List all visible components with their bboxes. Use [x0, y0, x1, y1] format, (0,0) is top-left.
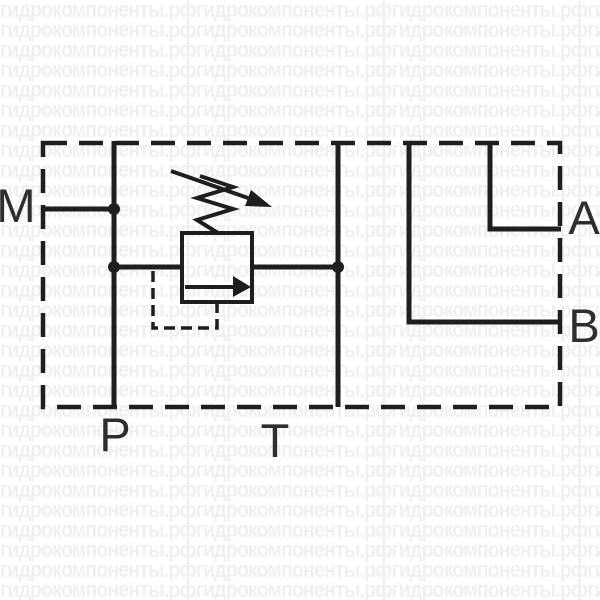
watermark-row: гидрокомпоненты.рфгидрокомпоненты.рфгидр…: [0, 277, 600, 302]
flow-arrow-head-icon: [233, 276, 251, 297]
port-label-a: A: [568, 191, 600, 244]
junction-dot: [108, 261, 120, 273]
port-label-p: P: [99, 408, 130, 461]
watermark-row: гидрокомпоненты.рфгидрокомпоненты.рфгидр…: [0, 217, 600, 242]
port-label-b: B: [568, 299, 599, 352]
junction-dot: [332, 261, 344, 273]
watermark-row: гидрокомпоненты.рфгидрокомпоненты.рфгидр…: [0, 297, 600, 322]
watermark-row: гидрокомпоненты.рфгидрокомпоненты.рфгидр…: [0, 357, 600, 382]
adjust-arrow-head-icon: [245, 190, 272, 207]
b-port-line: [406, 141, 561, 325]
watermark-row: гидрокомпоненты.рфгидрокомпоненты.рфгидр…: [0, 237, 600, 262]
watermark-row: гидрокомпоненты.рфгидрокомпоненты.рфгидр…: [0, 97, 600, 122]
watermark-row: гидрокомпоненты.рфгидрокомпоненты.рфгидр…: [0, 437, 600, 462]
watermark-row: гидрокомпоненты.рфгидрокомпоненты.рфгидр…: [0, 577, 600, 600]
a-port-line: [487, 141, 561, 232]
watermark-row: гидрокомпоненты.рфгидрокомпоненты.рфгидр…: [0, 337, 600, 362]
watermark-row: гидрокомпоненты.рфгидрокомпоненты.рфгидр…: [0, 497, 600, 522]
adjust-arrow-shaft: [170, 169, 249, 200]
watermark-row: гидрокомпоненты.рфгидрокомпоненты.рфгидр…: [0, 157, 600, 182]
pilot-line-dashed: [151, 267, 219, 330]
junction-dot: [108, 203, 120, 215]
enclosure-dashed-border: [40, 140, 563, 410]
watermark-row: гидрокомпоненты.рфгидрокомпоненты.рфгидр…: [0, 177, 600, 202]
watermark-row: гидрокомпоненты.рфгидрокомпоненты.рфгидр…: [0, 477, 600, 502]
watermark-row: гидрокомпоненты.рфгидрокомпоненты.рфгидр…: [0, 517, 600, 542]
watermark-row: гидрокомпоненты.рфгидрокомпоненты.рфгидр…: [0, 537, 600, 562]
watermark-row: гидрокомпоненты.рфгидрокомпоненты.рфгидр…: [0, 117, 600, 142]
watermark-row: гидрокомпоненты.рфгидрокомпоненты.рфгидр…: [0, 0, 600, 22]
watermark-row: гидрокомпоненты.рфгидрокомпоненты.рфгидр…: [0, 37, 600, 62]
watermark-row: гидрокомпоненты.рфгидрокомпоненты.рфгидр…: [0, 17, 600, 42]
watermark-row: гидрокомпоненты.рфгидрокомпоненты.рфгидр…: [0, 557, 600, 582]
watermark-row: гидрокомпоненты.рфгидрокомпоненты.рфгидр…: [0, 197, 600, 222]
port-label-t: T: [261, 414, 290, 467]
watermark-row: гидрокомпоненты.рфгидрокомпоненты.рфгидр…: [0, 417, 600, 442]
watermark-row: гидрокомпоненты.рфгидрокомпоненты.рфгидр…: [0, 397, 600, 422]
watermark-row: гидрокомпоненты.рфгидрокомпоненты.рфгидр…: [0, 377, 600, 402]
watermark-row: гидрокомпоненты.рфгидрокомпоненты.рфгидр…: [0, 457, 600, 482]
watermark-row: гидрокомпоненты.рфгидрокомпоненты.рфгидр…: [0, 57, 600, 82]
port-label-m: M: [0, 179, 36, 232]
spring-icon: [190, 174, 240, 235]
watermark-row: гидрокомпоненты.рфгидрокомпоненты.рфгидр…: [0, 77, 600, 102]
